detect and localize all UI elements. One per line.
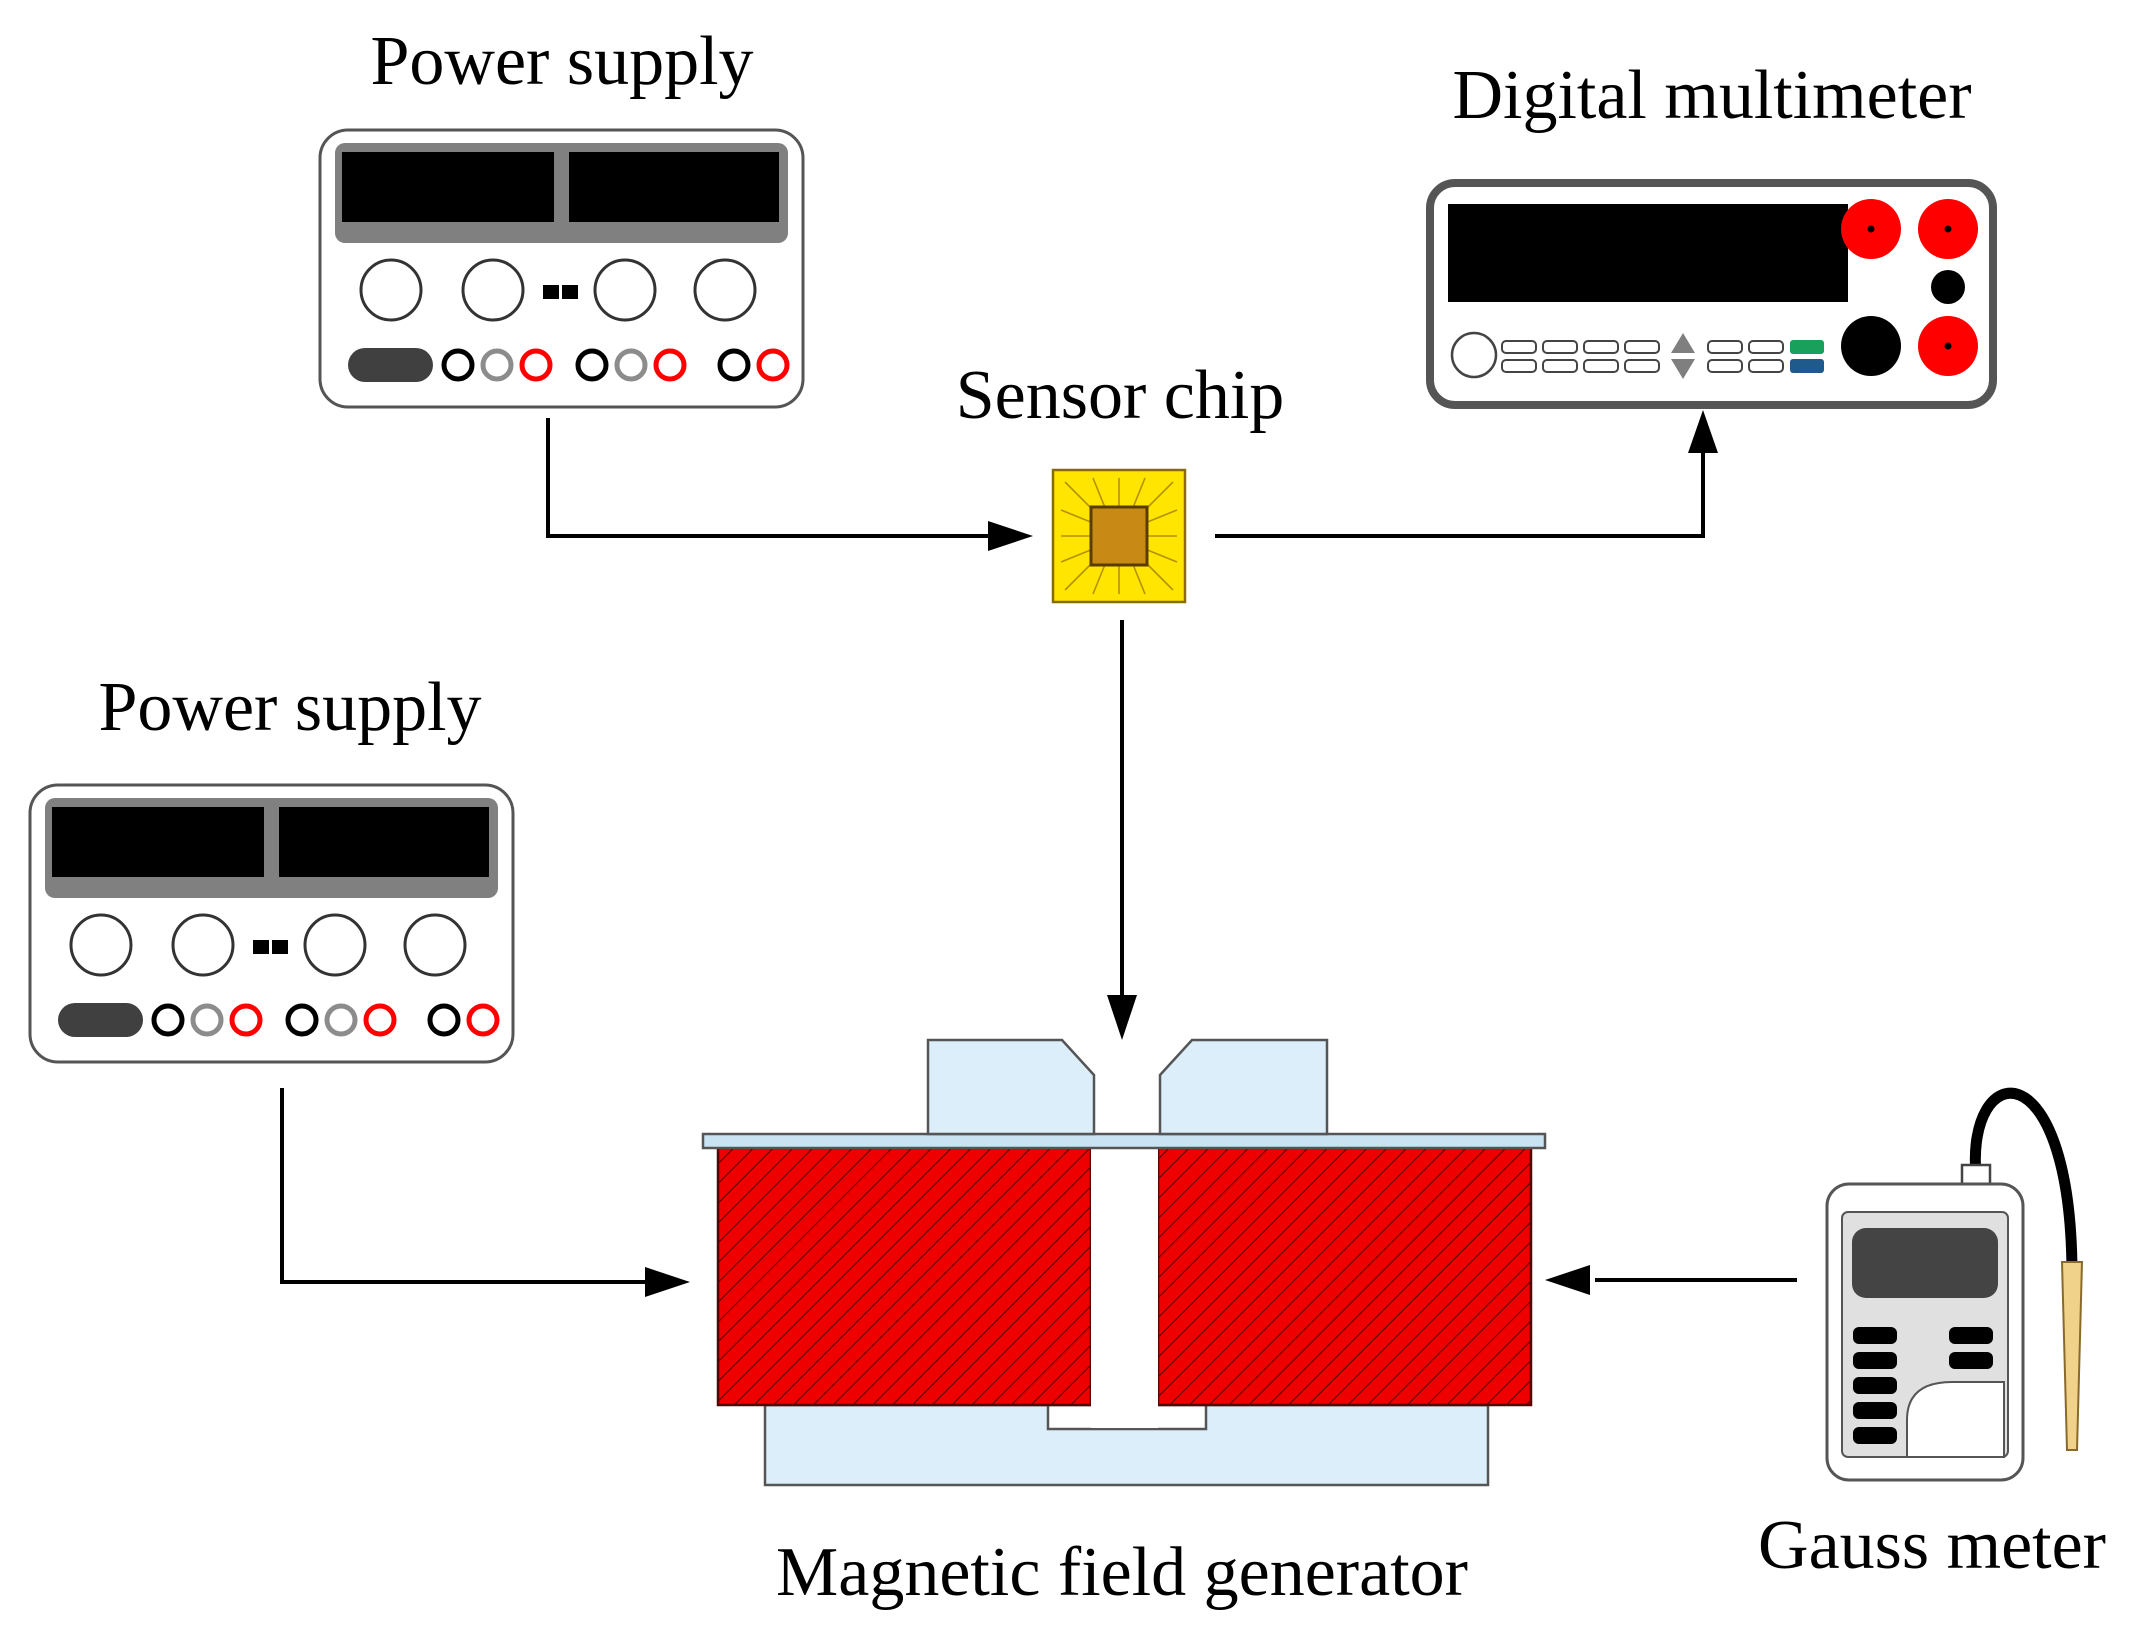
indicator-1: [543, 285, 559, 299]
power-button: [1450, 331, 1498, 379]
input-jack-red-1-dot: [1867, 225, 1875, 233]
terminal-black-1: [441, 348, 475, 382]
power-supply-left: [28, 783, 515, 1064]
knob-1: [359, 258, 423, 322]
input-jack-black-large: [1841, 316, 1901, 376]
label-sensor-chip: Sensor chip: [956, 357, 1285, 434]
left-coil: [716, 1146, 1093, 1407]
terminal-black-2: [575, 348, 609, 382]
gauss-meter-display: [1852, 1228, 1998, 1298]
knob-1: [69, 913, 133, 977]
knob-2: [461, 258, 525, 322]
arrowhead-to-generator-right: [1545, 1265, 1590, 1295]
terminal-red-1: [519, 348, 553, 382]
label-magnetic-field-generator: Magnetic field generator: [776, 1534, 1468, 1611]
terminal-grey-2: [614, 348, 648, 382]
power-switch: [58, 1003, 143, 1037]
input-jack-black-small: [1931, 270, 1965, 304]
line-power-left-to-generator: [280, 1088, 650, 1284]
terminal-grey-1: [190, 1003, 224, 1037]
gauss-meter-keys: [1853, 1327, 1993, 1444]
terminal-red-3: [466, 1003, 500, 1037]
terminal-black-1: [151, 1003, 185, 1037]
probe-cable: [1969, 1087, 2078, 1276]
sensor-chip: [1051, 468, 1187, 604]
magnetic-field-generator: [701, 1038, 1547, 1487]
digital-multimeter: [1426, 179, 1997, 409]
input-jack-red-2-dot: [1944, 225, 1952, 233]
terminal-red-1: [229, 1003, 263, 1037]
power-supply-top: [318, 128, 805, 409]
probe-tip: [2060, 1261, 2084, 1451]
knob-3: [303, 913, 367, 977]
terminal-black-2: [285, 1003, 319, 1037]
knob-2: [171, 913, 235, 977]
terminal-red-3: [756, 348, 790, 382]
terminal-grey-2: [324, 1003, 358, 1037]
function-buttons: [1501, 340, 1784, 373]
pole-gap: [1091, 1148, 1158, 1428]
power-switch: [348, 348, 433, 382]
knob-4: [403, 913, 467, 977]
arrowhead-to-generator-left: [645, 1267, 690, 1297]
display-left: [52, 807, 264, 877]
display-right: [569, 152, 779, 222]
display-left: [342, 152, 554, 222]
label-power-supply-top: Power supply: [370, 23, 753, 100]
arrow-down-button: [1671, 359, 1695, 379]
chip-bond-wires: [1060, 477, 1178, 595]
terminal-red-2: [363, 1003, 397, 1037]
connection-lines: [280, 418, 1797, 1284]
indicator-2: [272, 940, 288, 954]
blue-button: [1790, 359, 1824, 373]
arrowhead-to-chip: [988, 521, 1033, 551]
terminal-grey-1: [480, 348, 514, 382]
green-button: [1790, 340, 1824, 354]
arrow-up-button: [1671, 333, 1695, 353]
label-power-supply-left: Power supply: [98, 669, 481, 746]
arrowhead-to-generator-top: [1107, 995, 1137, 1040]
label-digital-multimeter: Digital multimeter: [1452, 57, 1971, 134]
line-chip-to-multimeter: [1215, 448, 1705, 538]
terminal-red-2: [653, 348, 687, 382]
knob-3: [593, 258, 657, 322]
left-pole-piece: [926, 1038, 1096, 1136]
right-pole-piece: [1158, 1038, 1329, 1136]
gauss-meter-label-area: [1906, 1381, 2005, 1458]
line-power-top-to-chip: [546, 418, 995, 538]
terminal-black-3: [427, 1003, 461, 1037]
input-jack-red-3-dot: [1944, 342, 1952, 350]
indicator-1: [253, 940, 269, 954]
label-gauss-meter: Gauss meter: [1758, 1507, 2106, 1584]
chip-die: [1089, 505, 1149, 567]
knob-4: [693, 258, 757, 322]
right-coil: [1156, 1146, 1533, 1407]
terminal-black-3: [717, 348, 751, 382]
arrowheads: [645, 410, 1718, 1297]
indicator-2: [562, 285, 578, 299]
multimeter-display: [1448, 204, 1848, 302]
top-plate: [701, 1132, 1547, 1150]
gauss-meter: [1825, 1087, 2084, 1482]
arrowhead-to-multimeter: [1688, 410, 1718, 453]
display-right: [279, 807, 489, 877]
